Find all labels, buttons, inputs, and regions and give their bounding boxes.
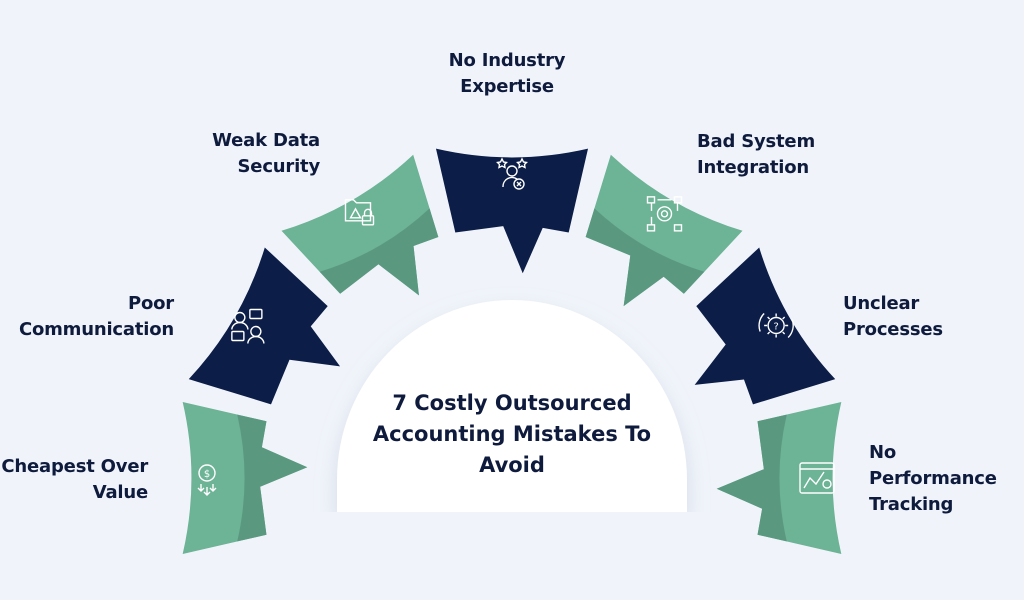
center-title: 7 Costly Outsourced Accounting Mistakes …: [372, 391, 652, 477]
piece-weak-data-security: [281, 154, 439, 296]
piece-unclear-processes: ?: [694, 247, 836, 405]
svg-text:$: $: [204, 469, 210, 480]
communication-icon: [231, 308, 265, 344]
piece-cheapest-over-value: $: [182, 401, 308, 555]
sector-inner-band: [585, 208, 705, 307]
label-no-performance-tracking: No Performance Tracking: [869, 442, 997, 515]
piece-bad-system-integration: [585, 154, 743, 307]
center-dome: [337, 300, 687, 512]
sector-shape: [585, 154, 743, 307]
svg-text:?: ?: [773, 322, 778, 333]
label-unclear-processes: Unclear Processes: [843, 293, 943, 340]
expert-cross-icon: [496, 157, 528, 190]
piece-no-industry-expertise: [435, 148, 589, 274]
performance-chart-icon: [799, 462, 835, 494]
gear-question-icon: ?: [758, 313, 794, 338]
piece-no-performance-tracking: [716, 401, 842, 555]
system-integration-icon: [646, 196, 683, 232]
sector-shape: [188, 247, 341, 405]
label-bad-system-integration: Bad System Integration: [697, 131, 815, 178]
label-weak-data-security: Weak Data Security: [212, 130, 320, 177]
sector-inner-band: [319, 208, 439, 296]
label-poor-communication: Poor Communication: [18, 293, 174, 340]
sector-inner-band: [237, 414, 308, 542]
sector-inner-band: [716, 414, 787, 542]
piece-poor-communication: [188, 247, 341, 405]
label-cheapest-over-value: Cheapest Over Value: [1, 456, 148, 503]
money-down-icon: $: [197, 464, 217, 496]
sector-shape: [435, 148, 589, 274]
folder-lock-icon: [344, 199, 375, 226]
label-no-industry-expertise: No Industry Expertise: [448, 50, 566, 97]
